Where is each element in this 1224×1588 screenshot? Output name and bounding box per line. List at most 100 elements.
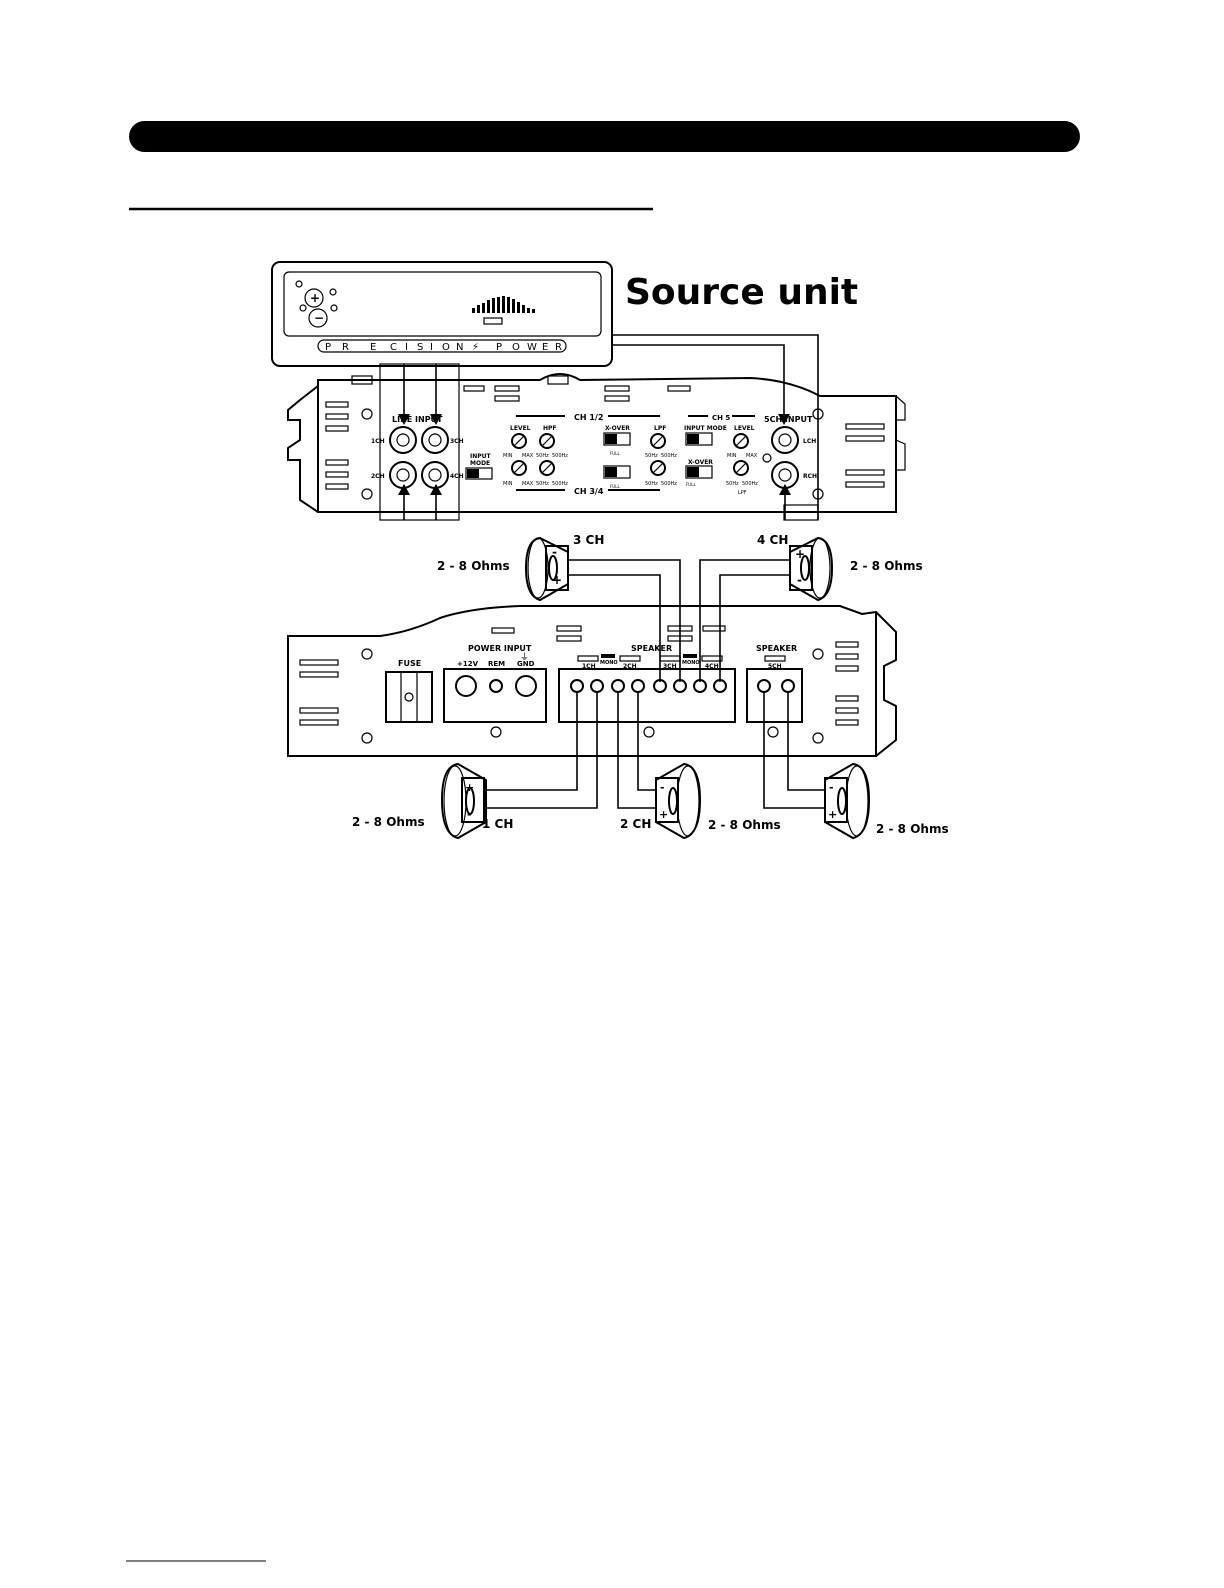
- speaker-terminals-label: SPEAKER: [631, 644, 672, 653]
- header-bar: [129, 121, 1080, 152]
- xover-label-ch12: X-OVER: [605, 425, 630, 432]
- lpf-label-ch5: LPF: [738, 490, 747, 496]
- top-amplifier: LINE INPUT 1CH 2CH 3CH 4CH 5CH INPUT LCH…: [287, 373, 906, 513]
- ch12-label: CH 1/2: [574, 413, 603, 422]
- terminal-gnd-label: GND: [517, 660, 535, 668]
- min-label: MIN: [503, 481, 513, 487]
- speaker-terminal: [590, 679, 604, 693]
- brand-letter: I: [430, 342, 433, 353]
- hz500-label: 500Hz: [552, 453, 568, 459]
- power-terminal-rem: [489, 679, 503, 693]
- level-label-ch5: LEVEL: [734, 425, 755, 432]
- xover-label-ch5: X-OVER: [688, 459, 713, 466]
- speaker-terminal-box: [545, 545, 569, 591]
- speaker-terminal: [673, 679, 687, 693]
- speaker-terminal: [631, 679, 645, 693]
- terminal-label-5ch: 5CH: [768, 663, 782, 670]
- brand-letter: P: [496, 342, 502, 353]
- max-label: MAX: [746, 453, 758, 459]
- terminal-rem-label: REM: [488, 660, 505, 668]
- ohms-label-3ch: 2 - 8 Ohms: [437, 559, 510, 573]
- jack-label-3ch: 3CH: [450, 438, 464, 445]
- full-label: FULL: [610, 484, 620, 489]
- power-terminal-gnd: [515, 675, 537, 697]
- lpf-knob-icon: [650, 460, 666, 476]
- min-label: MIN: [503, 453, 513, 459]
- lpf-label-ch12: LPF: [654, 425, 666, 432]
- terminal-label-1ch: 1CH: [582, 663, 596, 670]
- svg-text:-: -: [829, 781, 834, 794]
- hz500-label: 500Hz: [661, 453, 677, 459]
- source-unit-title: Source unit: [625, 272, 858, 313]
- rca-jack-4ch: [421, 461, 449, 489]
- jack-label-lch: LCH: [803, 438, 816, 445]
- speaker-label-2ch: 2 CH: [620, 817, 651, 831]
- input-mode-switch-ch5: [685, 432, 713, 446]
- ohms-label-4ch: 2 - 8 Ohms: [850, 559, 923, 573]
- brand-letter: N: [456, 342, 463, 353]
- level-knob-icon: [511, 433, 527, 449]
- jack-label-2ch: 2CH: [371, 473, 385, 480]
- input-mode-switch: [465, 467, 493, 480]
- svg-text:-: -: [552, 545, 557, 559]
- hpf-knob-icon: [539, 460, 555, 476]
- fuse-label: FUSE: [398, 659, 421, 668]
- ch5-label: CH 5: [712, 414, 730, 422]
- source-unit: + − P R E C I S I: [271, 261, 613, 367]
- xover-switch-ch34: [603, 465, 631, 479]
- speaker-label-3ch: 3 CH: [573, 533, 604, 547]
- svg-text:+: +: [310, 291, 320, 305]
- brand-letter: R: [555, 342, 562, 353]
- terminal-label-4ch: 4CH: [705, 663, 719, 670]
- svg-text:+: +: [552, 573, 562, 587]
- svg-text:-: -: [467, 808, 472, 821]
- speaker-3ch: - +: [524, 536, 569, 602]
- brand-letter: C: [390, 342, 397, 353]
- speaker-terminal: [570, 679, 584, 693]
- input-mode-label-line2: MODE: [470, 460, 490, 467]
- hz50-label: 50Hz: [536, 481, 549, 487]
- svg-text:+: +: [659, 808, 668, 821]
- brand-letter: W: [527, 342, 537, 353]
- terminal-label-3ch: 3CH: [663, 663, 677, 670]
- hz500-label: 500Hz: [661, 481, 677, 487]
- speaker-terminal: [693, 679, 707, 693]
- svg-text:+: +: [465, 781, 474, 794]
- speaker-terminals-label-5ch: SPEAKER: [756, 644, 797, 653]
- line-input-label: LINE INPUT: [392, 415, 443, 424]
- power-terminal-12v: [455, 675, 477, 697]
- svg-text:−: −: [314, 311, 324, 325]
- svg-text:-: -: [660, 781, 665, 794]
- svg-text:+: +: [828, 808, 837, 821]
- terminal-label-2ch: 2CH: [623, 663, 637, 670]
- min-label: MIN: [727, 453, 737, 459]
- ohms-label-5ch: 2 - 8 Ohms: [876, 822, 949, 836]
- level-label-ch12: LEVEL: [510, 425, 531, 432]
- bottom-amplifier: FUSE POWER INPUT +12V REM GND ⏚ SPEAKER …: [287, 605, 897, 757]
- full-label: FULL: [686, 482, 696, 487]
- jack-label-4ch: 4CH: [450, 473, 464, 480]
- minus-button-icon: [308, 308, 328, 328]
- speaker-terminal: [781, 679, 795, 693]
- speaker-terminal-box: [655, 777, 679, 823]
- brand-letter: S: [417, 342, 423, 353]
- max-label: MAX: [522, 481, 534, 487]
- rca-jack-1ch: [389, 426, 417, 454]
- ohms-label-1ch: 2 - 8 Ohms: [352, 815, 425, 829]
- rca-jack-rch: [771, 461, 799, 489]
- brand-letter: E: [542, 342, 548, 353]
- ground-icon: ⏚: [520, 652, 529, 663]
- jack-label-rch: RCH: [803, 473, 817, 480]
- input-mode-label-line1: INPUT: [470, 453, 492, 460]
- brand-letter: E: [370, 342, 376, 353]
- hpf-knob-icon: [539, 433, 555, 449]
- speaker-terminal: [757, 679, 771, 693]
- speaker-terminal: [713, 679, 727, 693]
- hz50-label: 50Hz: [645, 453, 658, 459]
- speaker-terminal: [653, 679, 667, 693]
- hz50-label: 50Hz: [645, 481, 658, 487]
- speaker-terminal-box: [789, 545, 813, 591]
- mono-label: MONO: [600, 660, 618, 666]
